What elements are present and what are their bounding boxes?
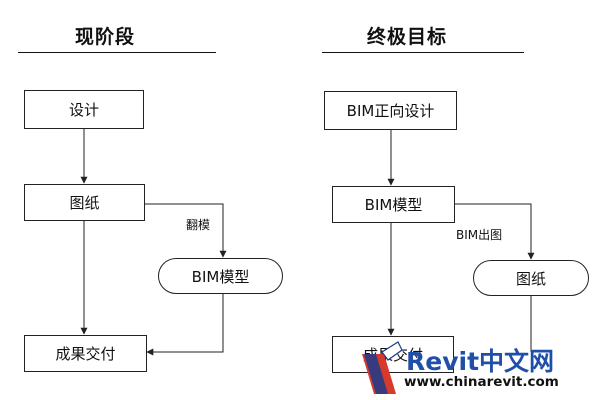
left-heading-rule (18, 52, 216, 53)
right-panel-heading: 终极目标 (366, 26, 447, 48)
edge-bim-model-to-deliverable (146, 293, 224, 356)
left-panel-heading: 现阶段 (74, 26, 135, 48)
node-drawings-right: 图纸 (473, 260, 589, 296)
revit-logo-icon (362, 341, 403, 394)
node-drawings: 图纸 (24, 184, 145, 221)
edge-bim-model-to-drawings-right (455, 203, 535, 260)
node-bim-model-left: BIM模型 (158, 258, 283, 294)
edge-label-remodel: 翻模 (186, 218, 211, 232)
edge-label-bim-drawing-output: BIM出图 (456, 228, 503, 242)
revit-watermark: Revit中文网 www.chinarevit.com (358, 340, 598, 398)
edge-drawings-to-bim-model (145, 203, 227, 258)
watermark-brand: Revit中文网 (406, 347, 555, 376)
node-bim-model-right: BIM模型 (332, 186, 455, 223)
node-deliverable-left: 成果交付 (24, 335, 147, 372)
watermark-url: www.chinarevit.com (404, 374, 559, 390)
node-design: 设计 (24, 90, 144, 129)
right-heading-rule (322, 52, 524, 53)
node-bim-forward-design: BIM正向设计 (324, 91, 457, 130)
